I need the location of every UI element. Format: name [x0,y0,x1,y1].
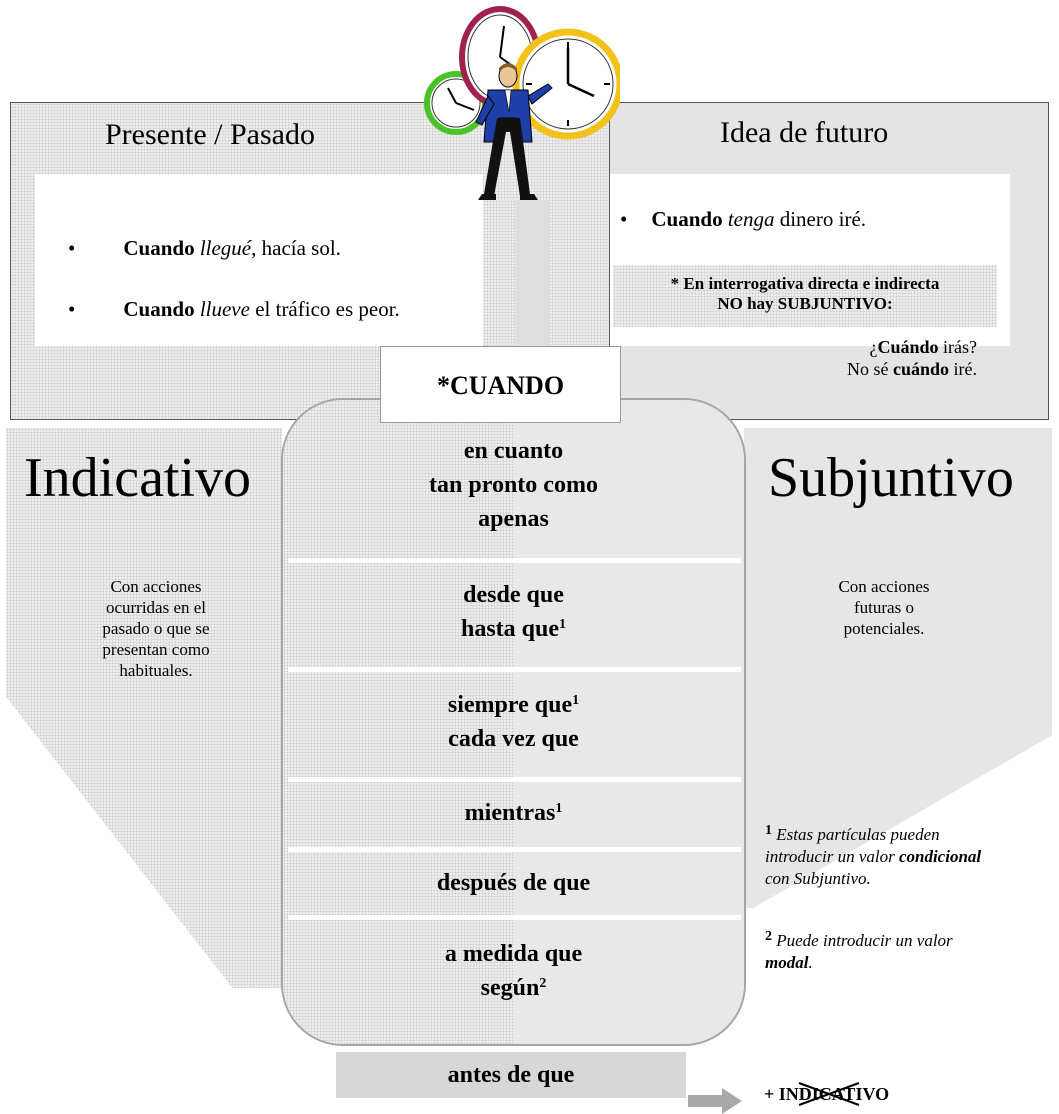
businessman-icon [475,63,553,200]
conj-desde-que: desde que [463,582,564,608]
conj-a-medida-que: a medida que [444,941,583,967]
conj-apenas: apenas [478,506,549,532]
futuro-title: Idea de futuro [720,116,889,149]
presente-pasado-title: Presente / Pasado [105,118,315,151]
group-desde-que: desde que hasta que1 [281,578,746,646]
conj-tan-pronto-como: tan pronto como [429,472,598,498]
example-llegue: •Cuando llegué, hacía sol. [68,236,341,260]
footnote-2: 2 Puede introducir un valor modal. [765,929,953,972]
question-example-1: ¿Cuándo irás? [869,337,977,357]
interrogativa-note-box: * En interrogativa directa e indirecta N… [613,265,997,327]
subjuntivo-label: Subjuntivo [768,447,1014,509]
conj-despues-de-que: después de que [436,870,591,896]
subjuntivo-description: Con acciones futuras o potenciales. [838,577,930,638]
indicativo-description: Con acciones ocurridas en el pasado o qu… [102,577,210,680]
cuando-box: *CUANDO [380,346,621,423]
conjunctions-panel [281,398,746,1046]
conj-hasta-que: hasta que1 [460,616,567,642]
plus-indicativo-crossed: + INDICATIVO [764,1082,889,1106]
group-a-medida-que: a medida que según2 [281,937,746,1005]
group-despues-de-que: después de que [281,866,746,900]
footnote-1: 1 Estas partículas pueden introducir un … [765,823,982,888]
group-divider [288,847,741,852]
right-arrow-icon [688,1088,742,1114]
presente-examples-area [35,174,483,346]
group-mientras: mientras1 [281,796,746,830]
interrogativa-examples: ¿Cuándo irás? No sé cuándo iré. [690,336,977,380]
group-divider [288,915,741,920]
interrogativa-note-line1: * En interrogativa directa e indirecta [670,274,940,293]
yellow-clock-icon [512,28,620,140]
antes-de-que-box: antes de que [336,1052,686,1098]
conj-mientras: mientras1 [464,800,563,826]
group-divider [288,558,741,563]
interrogativa-note-line2: NO hay SUBJUNTIVO: [717,294,893,313]
center-strip [483,200,549,346]
question-example-2: No sé cuándo iré. [846,359,977,379]
indicativo-label: Indicativo [24,447,252,509]
example-tenga: •Cuando tenga dinero iré. [620,207,867,231]
cuando-title: *CUANDO [436,371,565,400]
group-en-cuanto: en cuanto tan pronto como apenas [281,434,746,536]
example-llueve: •Cuando llueve el tráfico es peor. [68,297,400,321]
conj-segun: según2 [480,975,547,1001]
conj-antes-de-que: antes de que [447,1062,575,1088]
group-divider [288,667,741,672]
conj-en-cuanto: en cuanto [463,438,564,464]
indicativo-funnel [6,428,282,988]
clocks-man-illustration [424,6,620,200]
group-siempre-que: siempre que1 cada vez que [281,688,746,756]
conj-cada-vez-que: cada vez que [448,726,579,752]
group-divider [288,777,741,782]
conj-siempre-que: siempre que1 [447,692,580,718]
cross-out-icon [798,1082,860,1106]
